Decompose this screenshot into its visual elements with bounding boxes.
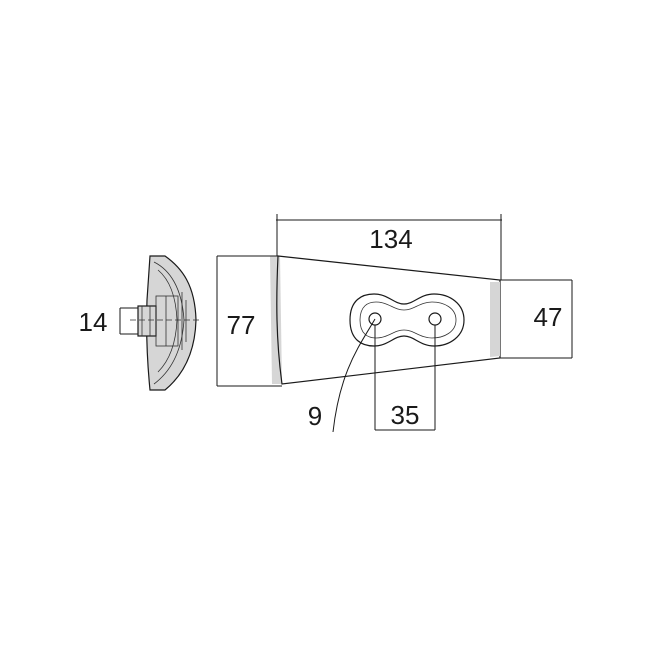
- thickness-label: 14: [79, 307, 108, 337]
- large-end-height-dimension: 77: [216, 255, 282, 387]
- top-view: [270, 255, 501, 385]
- mounting-slot-inner: [359, 301, 457, 339]
- side-view-insert: [155, 295, 179, 347]
- side-view-outline: [146, 256, 196, 390]
- large-end-height-label: 77: [227, 310, 256, 340]
- hole-spacing-dimension: 35: [374, 325, 436, 431]
- hole-diameter-dimension: 9: [308, 318, 376, 433]
- anode-right-shade: [490, 282, 500, 357]
- small-end-height-dimension: 47: [500, 279, 573, 359]
- side-view: [130, 255, 200, 391]
- length-dimension: 134: [276, 214, 502, 280]
- hole-spacing-label: 35: [391, 400, 420, 430]
- length-label: 134: [369, 224, 412, 254]
- hole-diameter-label: 9: [308, 401, 322, 431]
- anode-body-outline: [276, 255, 501, 385]
- small-end-height-label: 47: [534, 302, 563, 332]
- side-view-stud: [138, 306, 156, 336]
- mounting-hole-right: [428, 312, 442, 326]
- side-view-edge: [146, 255, 197, 391]
- thickness-dimension: 14: [79, 307, 138, 337]
- mounting-slot-outer: [349, 293, 465, 347]
